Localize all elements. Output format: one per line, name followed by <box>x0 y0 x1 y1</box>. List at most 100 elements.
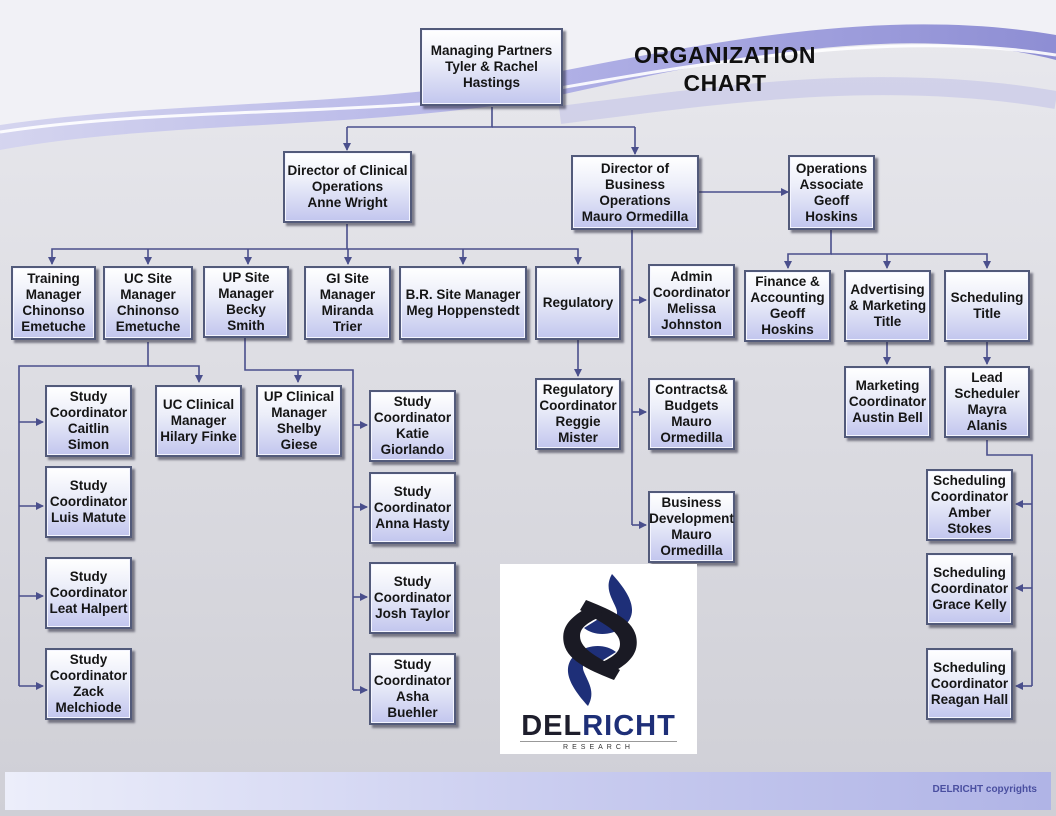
logo-name-dark: DEL <box>521 710 583 742</box>
box-line: Scheduling <box>933 473 1006 488</box>
box-line: Anna Hasty <box>375 516 450 531</box>
box-line: Coordinator <box>49 668 128 683</box>
box-line: UC Clinical <box>162 397 235 412</box>
logo-divider <box>520 741 677 742</box>
box-line: Coordinator <box>930 581 1009 596</box>
box-line: Austin Bell <box>852 410 923 425</box>
box-line: Manager <box>271 405 327 420</box>
box-line: Hilary Finke <box>160 429 237 444</box>
box-line: & Marketing <box>848 298 927 313</box>
box-line: GI Site <box>326 271 369 286</box>
box-line: Coordinator <box>930 676 1009 691</box>
box-line: Lead <box>971 370 1003 385</box>
box-line: Mauro Ormedilla <box>581 208 689 224</box>
box-line: Melissa <box>667 301 716 316</box>
box-line: Operations <box>795 160 868 176</box>
box-line: Zack <box>73 684 104 699</box>
box-line: Title <box>973 306 1001 321</box>
box-text: Regulatory <box>543 295 614 311</box>
box-line: Mayra Alanis <box>966 402 1008 433</box>
box-line: Scheduler <box>954 386 1020 401</box>
box-line: Operations <box>311 179 384 194</box>
box-line: Regulatory <box>542 295 614 310</box>
box-line: Mauro <box>671 527 712 542</box>
box-line: Simon <box>67 437 110 452</box>
box-line: Tyler & Rachel <box>445 59 538 74</box>
box-line: Johnston <box>661 317 722 332</box>
box-line: Emetuche <box>21 319 86 334</box>
box-line: Asha <box>395 689 429 704</box>
box-line: Coordinator <box>539 398 617 413</box>
box-line: Geoff <box>769 306 806 321</box>
box-line: Melchiode <box>55 700 122 715</box>
box-line: Study <box>69 389 108 404</box>
box-line: Study <box>393 657 432 672</box>
box-line: Stokes <box>947 521 992 536</box>
box-line: Study <box>69 652 108 667</box>
box-line: Chinonso <box>116 303 180 318</box>
box-line: Regulatory <box>542 382 614 397</box>
box-line: Associate <box>799 176 864 192</box>
box-line: Study <box>69 478 108 493</box>
box-line: Emetuche <box>115 319 181 334</box>
box-line: Marketing <box>855 378 920 393</box>
box-line: Scheduling <box>933 660 1006 675</box>
box-line: Study <box>69 569 108 584</box>
copyright-text: DELRICHT copyrights <box>932 784 1037 795</box>
box-line: Manager <box>319 287 376 302</box>
box-line: Manager <box>170 413 227 428</box>
chart-title: ORGANIZATION CHART <box>634 42 816 96</box>
box-line: Business <box>661 495 722 510</box>
box-line: Director of Clinical <box>287 163 408 178</box>
box-line: UC Site <box>123 271 172 286</box>
box-line: Coordinator <box>49 405 128 420</box>
box-line: Scheduling <box>933 565 1006 580</box>
box-line: Hoskins <box>805 208 858 224</box>
box-line: Reggie <box>555 414 601 429</box>
box-line: Mauro <box>671 414 712 429</box>
box-line: Chinonso <box>22 303 85 318</box>
box-line: Coordinator <box>652 285 731 300</box>
logo-name-blue: RICHT <box>582 710 676 742</box>
box-line: Reagan Hall <box>930 692 1009 707</box>
box-line: Study <box>393 574 432 589</box>
box-line: Managing Partners <box>430 43 553 58</box>
box-line: Scheduling <box>950 290 1024 305</box>
logo-subtitle: RESEARCH <box>563 744 634 751</box>
box-line: Finance & <box>755 274 820 289</box>
box-line: Director of <box>600 160 670 176</box>
